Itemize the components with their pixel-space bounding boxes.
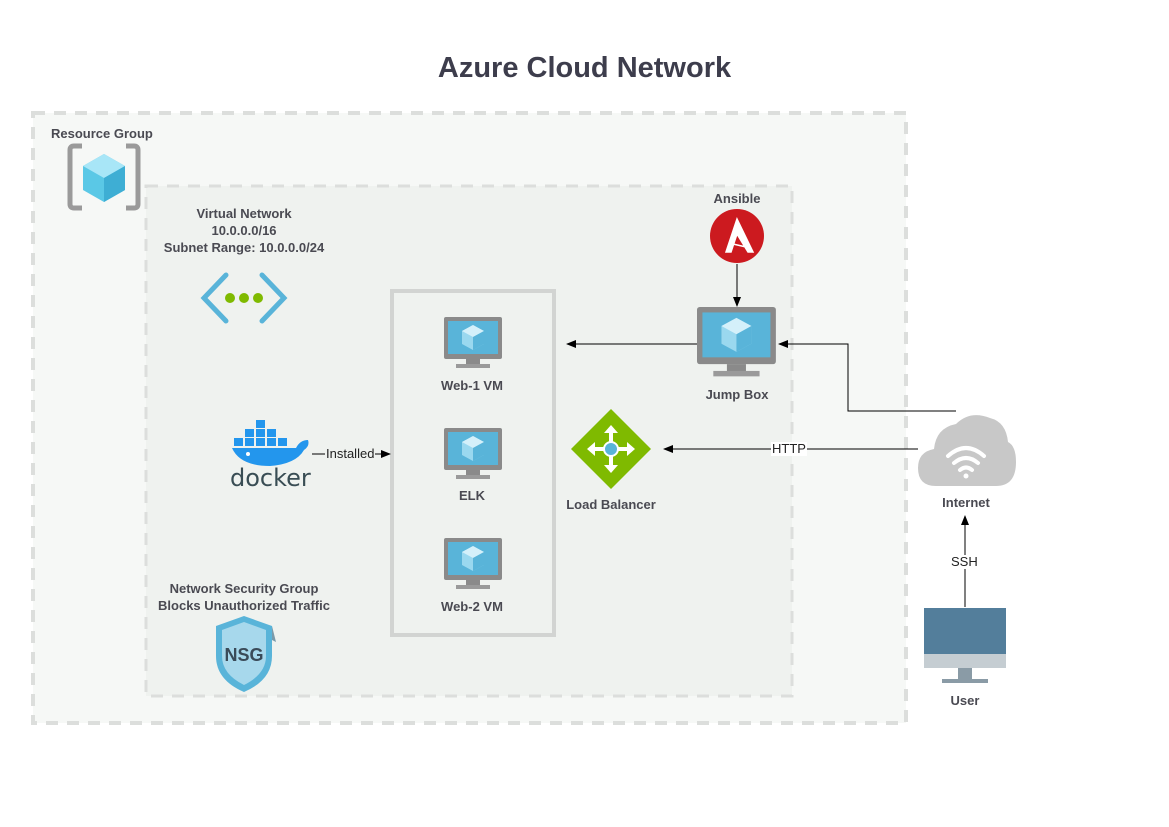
user-label: User [950,693,980,708]
vnet-name-label: Virtual Network [196,206,292,221]
load-balancer-icon [571,409,651,489]
docker-whale-icon [232,420,309,466]
web1-vm-label: Web-1 VM [441,378,503,393]
page-title: Azure Cloud Network [437,52,732,84]
internet-label: Internet [942,495,990,510]
nsg-badge-text: NSG [224,645,263,665]
resource-group-label: Resource Group [51,126,153,141]
ansible-label: Ansible [713,191,761,206]
edge-label-installed: Installed [325,446,376,461]
vnet-subnet-label: Subnet Range: 10.0.0.0/24 [163,240,325,255]
vnet-cidr-label: 10.0.0.0/16 [211,223,277,238]
shield-icon [216,616,276,692]
cloud-wifi-icon [918,415,1016,486]
vm-group-box [390,289,556,637]
nsg-label-line1: Network Security Group [169,581,319,596]
elk-vm-label: ELK [459,488,485,503]
edge-internet-to-jumpbox [778,340,956,412]
jump-box-label: Jump Box [705,387,769,402]
load-balancer-label: Load Balancer [566,497,656,512]
ansible-icon [710,209,764,263]
edge-label-ssh: SSH [950,554,979,569]
edge-label-http: HTTP [771,441,807,456]
monitor-icon [924,608,1006,683]
nsg-label-line2: Blocks Unauthorized Traffic [158,598,330,613]
web2-vm-label: Web-2 VM [441,599,503,614]
resource-group-icon [67,143,141,211]
docker-wordmark: docker [230,464,311,492]
virtual-network-icon [200,272,288,324]
